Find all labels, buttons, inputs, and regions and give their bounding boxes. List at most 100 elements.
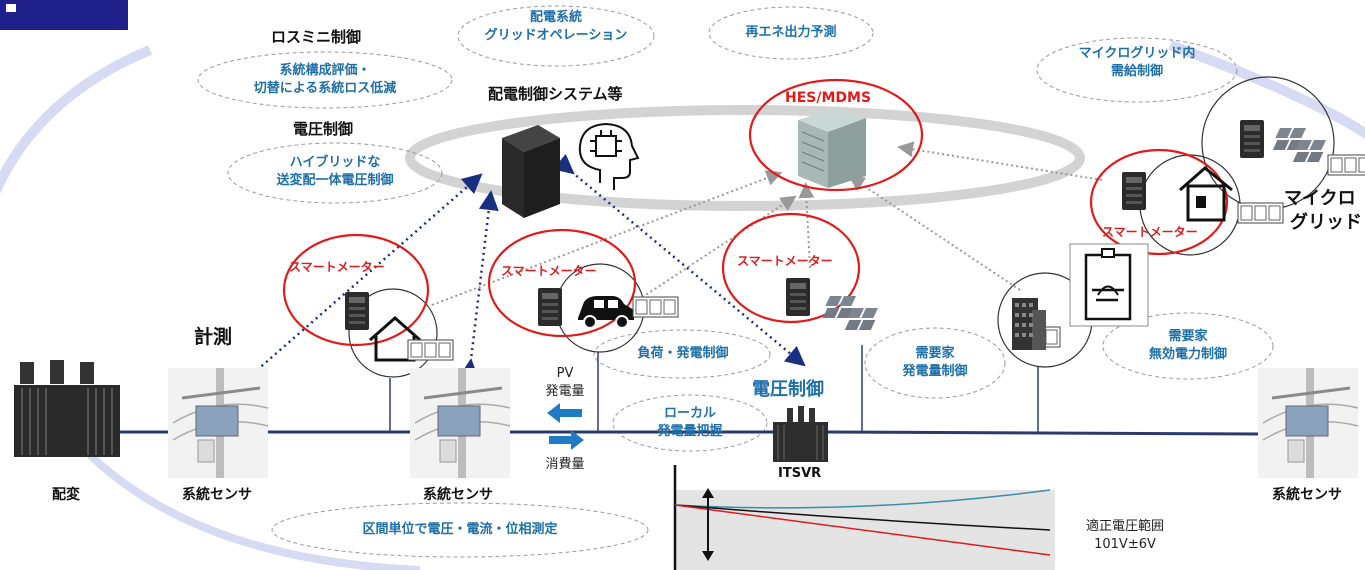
forecast-bubble <box>708 6 874 60</box>
microgrid-line1: マイクロ <box>1284 188 1356 209</box>
hes-highlight <box>748 78 924 192</box>
customer-reactive-line1: 需要家 <box>1168 329 1208 344</box>
loss-min-desc-line1: 系統構成評価・ <box>279 63 371 78</box>
voltage-range-line1: 適正電圧範囲 <box>1085 519 1164 534</box>
car-icon <box>578 296 634 329</box>
smart-meter-label: スマートメーター <box>289 260 385 274</box>
smart-meter-label: スマートメーター <box>1102 225 1198 239</box>
battery-icon <box>632 296 679 318</box>
meter-highlight <box>487 228 637 338</box>
customer-reactive-line2: 無効電力制御 <box>1148 347 1227 362</box>
pv-gen-label: PV 発電量 <box>530 365 600 401</box>
loss-min-bubble <box>197 51 453 109</box>
consumption-arrow-icon <box>549 430 584 450</box>
title-tab <box>0 0 128 30</box>
meter-data-arrow <box>798 182 815 269</box>
meter-data-arrow <box>637 195 797 301</box>
local-gen-line2: 発電量把握 <box>657 424 723 439</box>
voltage-range-line2: 101V±6V <box>1094 537 1156 552</box>
loss-min-label: ロスミニ制御 <box>271 28 362 46</box>
grid-op-line2: グリッドオペレーション <box>484 28 628 43</box>
customer-reactive-label: 需要家 無効電力制御 <box>1113 328 1263 364</box>
voltage-control-label: 電圧制御 <box>293 120 354 138</box>
lower-voltage-line <box>674 504 1051 556</box>
background-arc <box>0 45 152 194</box>
microgrid-supply-line1: マイクログリッド内 <box>1078 46 1196 61</box>
itsvr-label: ITSVR <box>778 466 822 481</box>
section-measure-label: 区間単位で電圧・電流・位相測定 <box>362 522 558 537</box>
smart-meter-icon <box>1240 120 1264 158</box>
forecast-label: 再エネ出力予測 <box>745 25 837 40</box>
feeder-line <box>821 430 1261 436</box>
measure-arrow <box>233 173 483 393</box>
itsvr-arrow <box>552 153 806 367</box>
battery-icon <box>1327 154 1365 176</box>
sensor-arrow <box>458 190 499 380</box>
smart-meter-icon <box>1122 172 1146 210</box>
transformer-label: 配変 <box>52 487 80 503</box>
grid-sensor-label: 系統センサ <box>423 487 493 503</box>
section-measure-bubble <box>271 502 649 558</box>
smart-meter-icon <box>786 278 810 316</box>
customer-gen-line1: 需要家 <box>915 346 955 361</box>
background-arc <box>1168 40 1365 140</box>
customer-gen-label: 需要家 発電量制御 <box>875 345 995 381</box>
voltage-control-desc-line2: 送変配一体電圧制御 <box>276 173 394 188</box>
control-system-label: 配電制御システム等 <box>488 85 623 103</box>
meter-data-arrow <box>897 141 1103 181</box>
smart-meter-icon <box>538 288 562 326</box>
customer-gen-bubble <box>864 327 1006 399</box>
itsvr-icon <box>773 406 828 462</box>
pole-sensor-icon <box>1256 366 1360 480</box>
inverter-icon <box>1069 243 1149 327</box>
voltage-range-label: 適正電圧範囲 101V±6V <box>1060 518 1190 554</box>
customer-reactive-bubble <box>1102 312 1274 380</box>
itsvr-voltage-control-label: 電圧制御 <box>752 379 824 400</box>
mid-voltage-line <box>674 504 1051 531</box>
hes-mdms-label: HES/MDMS <box>785 90 872 106</box>
voltage-control-desc: ハイブリッドな 送変配一体電圧制御 <box>250 154 420 190</box>
grid-op-bubble <box>457 5 655 67</box>
load-gen-label: 負荷・発電制御 <box>637 346 729 361</box>
microgrid-line2: グリッド <box>1290 212 1362 233</box>
battery-icon <box>407 339 454 361</box>
microgrid-label: マイクロ グリッド <box>1284 187 1362 235</box>
smart-meter-label: スマートメーター <box>501 264 597 278</box>
pv-line1: PV <box>556 366 574 381</box>
upper-voltage-line <box>674 489 1051 509</box>
customer-gen-line2: 発電量制御 <box>902 364 968 379</box>
meter-highlight <box>721 212 861 324</box>
pv-arrow-icon <box>547 403 582 423</box>
loss-min-desc-line2: 切替による系統ロス低減 <box>253 81 397 96</box>
microgrid-supply-label: マイクログリッド内 需給制御 <box>1045 45 1229 81</box>
ai-head-icon <box>578 122 640 190</box>
consumption-label: 消費量 <box>545 457 585 472</box>
pole-sensor-icon <box>408 366 512 480</box>
pv-line2: 発電量 <box>545 384 585 399</box>
loss-min-desc: 系統構成評価・ 切替による系統ロス低減 <box>218 62 432 98</box>
grid-op-line1: 配電系統 <box>529 10 582 25</box>
meter-highlight <box>1089 148 1229 256</box>
local-gen-label: ローカル 発電量把握 <box>625 405 755 441</box>
measurement-label: 計測 <box>194 326 233 348</box>
voltage-control-desc-line1: ハイブリッドな <box>289 155 381 170</box>
microgrid-supply-bubble <box>1036 37 1238 103</box>
voltage-range-chart <box>673 465 1055 570</box>
local-gen-bubble <box>612 394 768 452</box>
smart-meter-label: スマートメーター <box>737 254 833 268</box>
grid-sensor-label: 系統センサ <box>1272 487 1342 503</box>
title-tab-mark <box>6 4 16 12</box>
voltage-control-bubble <box>227 142 443 204</box>
grid-op-label: 配電系統 グリッドオペレーション <box>466 9 646 45</box>
meter-data-arrow <box>848 175 1021 291</box>
pole-sensor-icon <box>166 366 270 480</box>
house-icon <box>1179 166 1233 222</box>
meter-highlight <box>282 233 430 347</box>
transformer-icon <box>14 360 120 457</box>
smart-meter-icon <box>345 292 369 330</box>
grid-sensor-label: 系統センサ <box>182 487 252 503</box>
battery-icon <box>1237 202 1284 224</box>
local-gen-line1: ローカル <box>663 406 716 421</box>
